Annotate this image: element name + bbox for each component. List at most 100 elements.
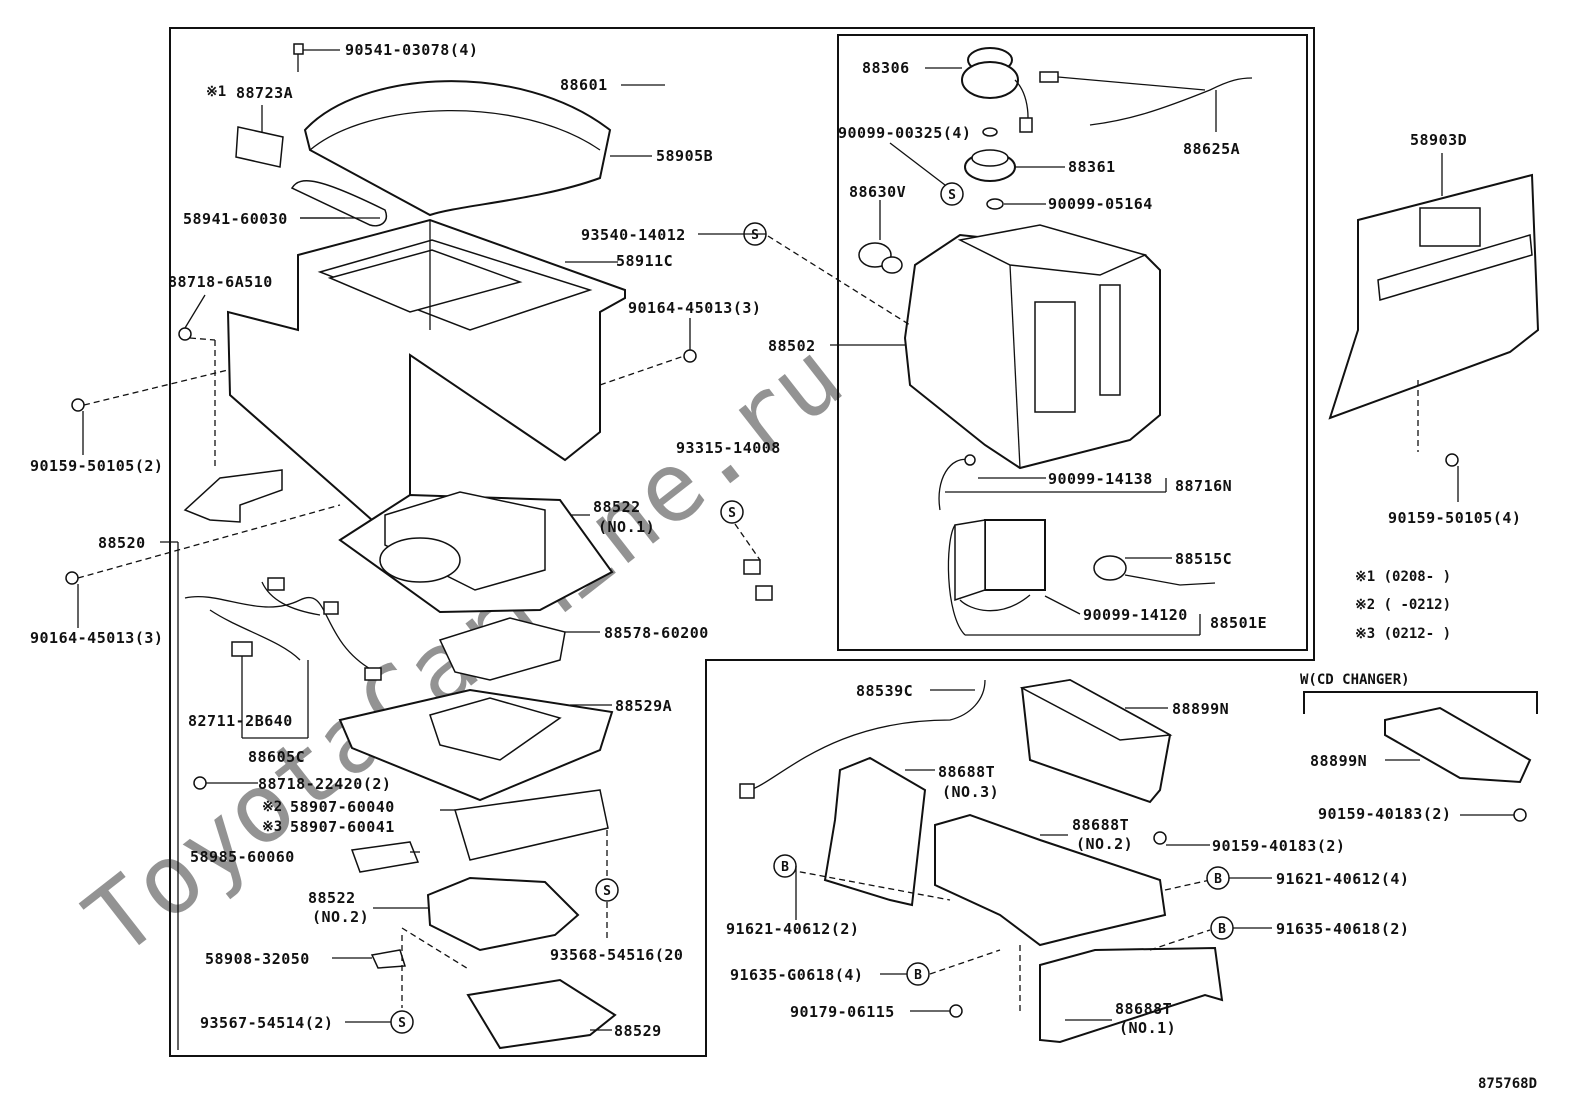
screw-90541: [293, 43, 340, 72]
label-58911C: 58911C: [616, 252, 673, 270]
label-58985: 58985-60060: [190, 848, 295, 866]
symbol-s-93567: S: [390, 1010, 414, 1034]
label-90164-left: 90164-45013(3): [30, 629, 163, 647]
guide-b-91621-left: [789, 869, 951, 901]
gasket-88578-60200: [438, 617, 600, 681]
panel-58903D: [1328, 153, 1540, 420]
label-88688T-no3-sub: (NO.3): [942, 783, 999, 801]
cd-box-88899N-alt: [1384, 706, 1532, 784]
label-88529A: 88529A: [615, 697, 672, 715]
fan-88361: [964, 149, 1016, 182]
label-91621-left: 91621-40612(2): [726, 920, 859, 938]
label-93568: 93568-54516(20: [550, 946, 683, 964]
svg-text:S: S: [751, 228, 759, 243]
svg-text:S: S: [728, 506, 736, 521]
label-90099-325: 90099-00325(4): [838, 124, 971, 142]
screw-90159-40183-cd: [1513, 808, 1527, 822]
label-88522-no1-sub: (NO.1): [598, 518, 655, 536]
label-58903D: 58903D: [1410, 131, 1467, 149]
blower-case-88502: [903, 224, 1161, 470]
svg-text:S: S: [603, 884, 611, 899]
label-88688T-no1: 88688T: [1115, 1000, 1172, 1018]
label-58941: 58941-60030: [183, 210, 288, 228]
label-88578: 88578-60200: [604, 624, 709, 642]
label-93540: 93540-14012: [581, 226, 686, 244]
label-plate-88723A: [235, 105, 284, 168]
screw-90159-right: [1417, 380, 1459, 502]
leader-lines: [206, 67, 1514, 1031]
label-90099-14120: 90099-14120: [1083, 606, 1188, 624]
screw-90164-right: [599, 318, 697, 386]
clips-93315-14008: [734, 523, 773, 601]
symbol-s-93315: S: [720, 500, 744, 524]
guide-b-91621-right: [1164, 879, 1211, 891]
label-88716N: 88716N: [1175, 477, 1232, 495]
clamp-88718-22420: [193, 776, 207, 790]
cover-88529: [466, 978, 617, 1050]
label-90159-right: 90159-50105(4): [1388, 509, 1521, 527]
note-2: ※2 ( -0212): [1355, 597, 1451, 613]
label-88718-22: 88718-22420(2): [258, 775, 391, 793]
label-91635-left: 91635-G0618(4): [730, 966, 863, 984]
label-88688T-no3: 88688T: [938, 763, 995, 781]
label-88625A: 88625A: [1183, 140, 1240, 158]
label-88688T-no2-sub: (NO.2): [1076, 835, 1133, 853]
harness-88625A: [1039, 71, 1253, 132]
pad-58941-60030: [290, 180, 387, 227]
label-90099-14138: 90099-14138: [1048, 470, 1153, 488]
part-labels: 90541-03078(4) 88601 ※1 88723A 58905B 58…: [30, 41, 1537, 1092]
label-88361: 88361: [1068, 158, 1116, 176]
label-cd-changer: W(CD CHANGER): [1300, 672, 1410, 688]
label-mark2: ※2: [262, 799, 282, 815]
blower-motor-88306: [961, 47, 1033, 133]
bracket-lower-left: [183, 469, 283, 523]
label-88306: 88306: [862, 59, 910, 77]
svg-text:B: B: [1214, 872, 1222, 887]
label-88899N: 88899N: [1172, 700, 1229, 718]
label-88529: 88529: [614, 1022, 662, 1040]
label-90159-40183: 90159-40183(2): [1212, 837, 1345, 855]
svg-text:S: S: [398, 1016, 406, 1031]
wire-harness-88605C: [184, 577, 382, 739]
label-mark1: ※1: [206, 84, 226, 100]
label-88539C: 88539C: [856, 682, 913, 700]
label-88601: 88601: [560, 76, 608, 94]
blower-unit-frame: [837, 34, 1308, 651]
symbol-b-91621-right: B: [1206, 866, 1230, 890]
note-1: ※1 (0208- ): [1355, 569, 1451, 585]
label-mark3: ※3: [262, 819, 282, 835]
svg-text:S: S: [948, 188, 956, 203]
screw-90164-left: [65, 504, 341, 628]
svg-text:B: B: [914, 968, 922, 983]
screw-90159-40183: [1153, 831, 1167, 845]
guide-tray-2: [401, 927, 471, 971]
diagram-id: 875768D: [1478, 1076, 1537, 1092]
label-88605C: 88605C: [248, 748, 305, 766]
pipe-88716N: [938, 454, 976, 511]
armrest-lid-58905B: [303, 80, 652, 217]
bracket-88688T-no1: [1039, 946, 1224, 1044]
nut-90179-06115: [949, 1004, 963, 1018]
svg-text:B: B: [1218, 922, 1226, 937]
label-88522-no2: 88522: [308, 889, 356, 907]
label-88520: 88520: [98, 534, 146, 552]
label-88688T-no2: 88688T: [1072, 816, 1129, 834]
console-box-58911C: [226, 218, 626, 522]
label-90159-left: 90159-50105(2): [30, 457, 163, 475]
bracket-88688T-no3: [823, 756, 927, 907]
outer-frame: [169, 27, 1315, 1057]
label-88723A: 88723A: [236, 84, 293, 102]
tray-88522-no1: [338, 491, 614, 614]
label-58907-40: 58907-60040: [290, 798, 395, 816]
label-88502: 88502: [768, 337, 816, 355]
clip-88718-6A510: [178, 294, 216, 470]
guide-s-93540: [767, 235, 911, 326]
clip-58908-32050: [370, 949, 406, 969]
washer-90099-00325: [982, 127, 998, 137]
label-88522-no1: 88522: [593, 498, 641, 516]
label-88630V: 88630V: [849, 183, 906, 201]
evaporator-88501E: [947, 519, 1200, 636]
label-90179: 90179-06115: [790, 1003, 895, 1021]
